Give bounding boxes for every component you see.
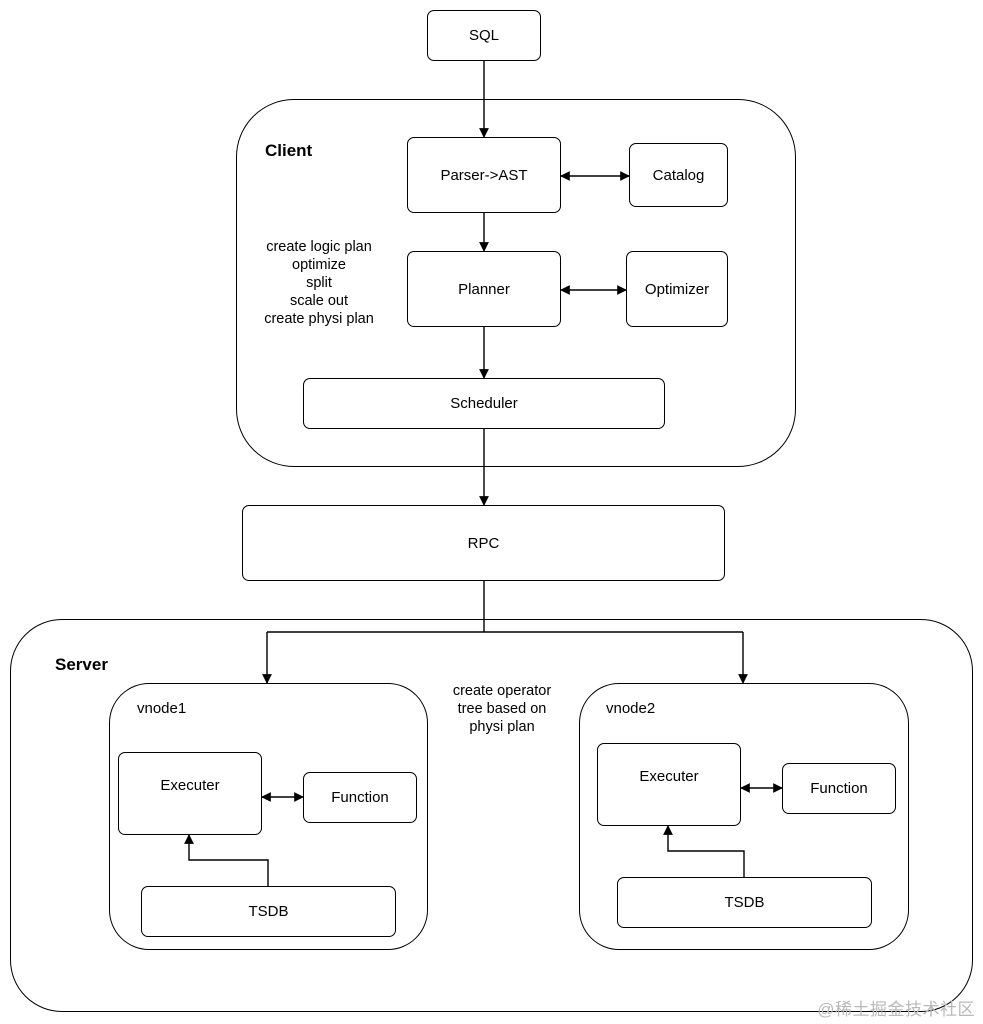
planner-node: Planner	[407, 251, 561, 327]
client-group	[236, 99, 796, 467]
catalog-node: Catalog	[629, 143, 728, 207]
server-group	[10, 619, 973, 1012]
function2-node: Function	[782, 763, 896, 814]
arrow-tsdb2-to-executer2	[663, 825, 745, 877]
executer2-node: Executer	[597, 743, 741, 826]
optimizer-node: Optimizer	[626, 251, 728, 327]
parser-ast-node: Parser->AST	[407, 137, 561, 213]
arrow-tsdb1-to-executer1	[184, 834, 269, 886]
client-steps-note: create logic plan optimize split scale o…	[264, 239, 374, 327]
vnode1-label: vnode1	[137, 700, 187, 717]
client-title: Client	[265, 141, 313, 160]
server-operator-note: create operator tree based on physi plan	[452, 683, 552, 735]
executer1-node: Executer	[118, 752, 262, 835]
server-title: Server	[55, 655, 108, 674]
rpc-node: RPC	[242, 505, 725, 581]
watermark: @稀土掘金技术社区	[817, 1000, 975, 1019]
function1-node: Function	[303, 772, 417, 823]
tsdb1-node: TSDB	[141, 886, 396, 937]
vnode2-label: vnode2	[606, 700, 656, 717]
sql-node: SQL	[427, 10, 541, 61]
tsdb2-node: TSDB	[617, 877, 872, 928]
scheduler-node: Scheduler	[303, 378, 665, 429]
